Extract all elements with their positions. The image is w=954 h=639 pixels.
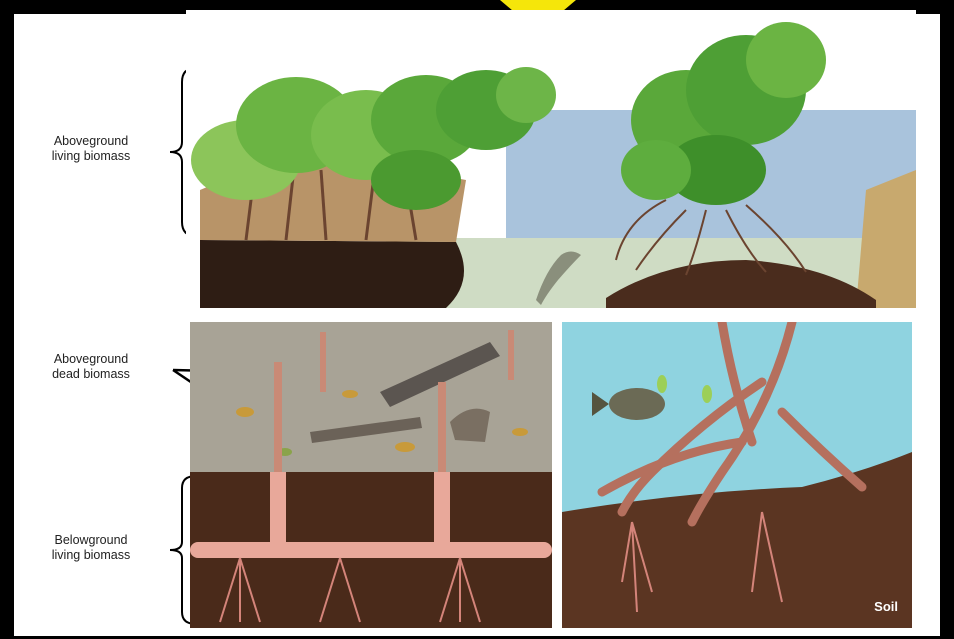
panel-forest-floor-cross-section [190, 322, 552, 628]
label-aboveground-living: Aboveground living biomass [28, 134, 154, 164]
left-soil-block [200, 240, 464, 308]
label-aboveground-dead: Aboveground dead biomass [28, 352, 154, 382]
label-belowground-living-line1: Belowground [55, 533, 128, 547]
label-aboveground-living-line1: Aboveground [54, 134, 128, 148]
panel-mangrove-landscape [186, 10, 916, 308]
litter-layer [190, 322, 552, 472]
landscape-illustration [186, 10, 916, 308]
label-aboveground-living-line2: living biomass [52, 149, 131, 163]
panel-underwater-prop-roots: Soil [562, 322, 912, 628]
label-belowground-living-line2: living biomass [52, 548, 131, 562]
label-aboveground-dead-line1: Aboveground [54, 352, 128, 366]
forest-floor-illustration [190, 322, 552, 628]
underwater-illustration [562, 322, 912, 628]
label-aboveground-dead-line2: dead biomass [52, 367, 130, 381]
soil-label: Soil [874, 599, 898, 614]
label-belowground-living: Belowground living biomass [28, 533, 154, 563]
